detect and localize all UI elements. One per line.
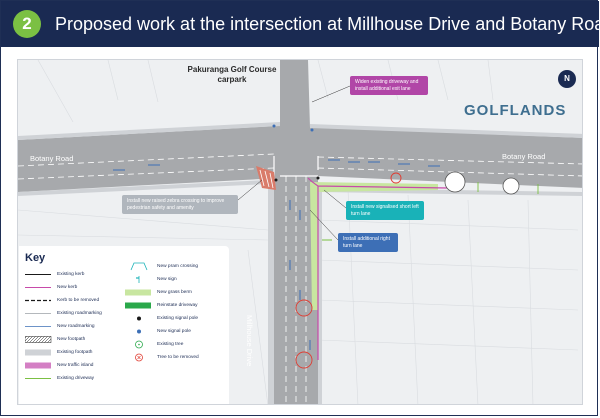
existing-footpath-symbol (25, 349, 51, 356)
new-kerb-symbol (25, 287, 51, 288)
new-signal-pole-icon (137, 329, 141, 334)
new-traffic-island-symbol (25, 362, 51, 369)
existing-roadmarking-symbol (25, 313, 51, 314)
existing-kerb-symbol (25, 274, 51, 275)
header-bar: 2 Proposed work at the intersection at M… (1, 1, 600, 47)
existing-tree-icon (135, 340, 143, 349)
north-arrow-icon: N (558, 70, 576, 88)
existing-driveways (322, 182, 539, 241)
intersection-map: Pakuranga Golf Course carpark GOLFLANDS … (17, 59, 583, 405)
new-roadmarking (113, 159, 440, 350)
callout-left-turn-lane: Install new signalised short left turn l… (346, 201, 424, 220)
callout-raised-crossing: Install new raised zebra crossing to imp… (122, 195, 238, 214)
new-footpath-symbol (25, 336, 52, 343)
trees-to-remove (295, 172, 402, 369)
sign-icon (136, 276, 140, 283)
grass-berm-symbol (125, 289, 151, 296)
tree-removed-icon (135, 353, 143, 362)
suburb-label: GOLFLANDS (464, 102, 567, 119)
signal-poles (272, 124, 320, 182)
new-raised-crossing (256, 166, 276, 190)
carpark-driveway-surface (280, 60, 310, 128)
callout-right-turn-lane: Install additional right turn lane (338, 233, 398, 252)
existing-driveway-symbol (25, 378, 51, 379)
page-title: Proposed work at the intersection at Mil… (55, 14, 600, 34)
kerb-removed-symbol (25, 299, 51, 302)
golf-course-carpark-label: Pakuranga Golf Course carpark (187, 65, 277, 84)
callout-widen-driveway: Widen existing driveway and install addi… (350, 76, 428, 95)
millhouse-drive-label: Millhouse Drive (245, 315, 254, 367)
new-roadmarking-symbol (25, 326, 51, 327)
new-kerb-line (307, 177, 449, 360)
lane-markings (18, 153, 582, 404)
existing-trees (444, 171, 520, 195)
key-title: Key (25, 252, 46, 264)
step-number-badge: 2 (13, 10, 41, 38)
reinstate-driveway-symbol (125, 302, 151, 309)
pram-crossing-symbol (130, 262, 148, 271)
map-key: Key Existing kerb New kerb Kerb to be re… (19, 246, 229, 404)
existing-signal-pole-icon (137, 316, 141, 321)
botany-road-west-label: Botany Road (30, 154, 74, 163)
callout-leaders (237, 85, 351, 241)
botany-road-surface (18, 126, 582, 192)
botany-road-east-label: Botany Road (502, 152, 546, 161)
crossing-stripes (259, 169, 274, 189)
